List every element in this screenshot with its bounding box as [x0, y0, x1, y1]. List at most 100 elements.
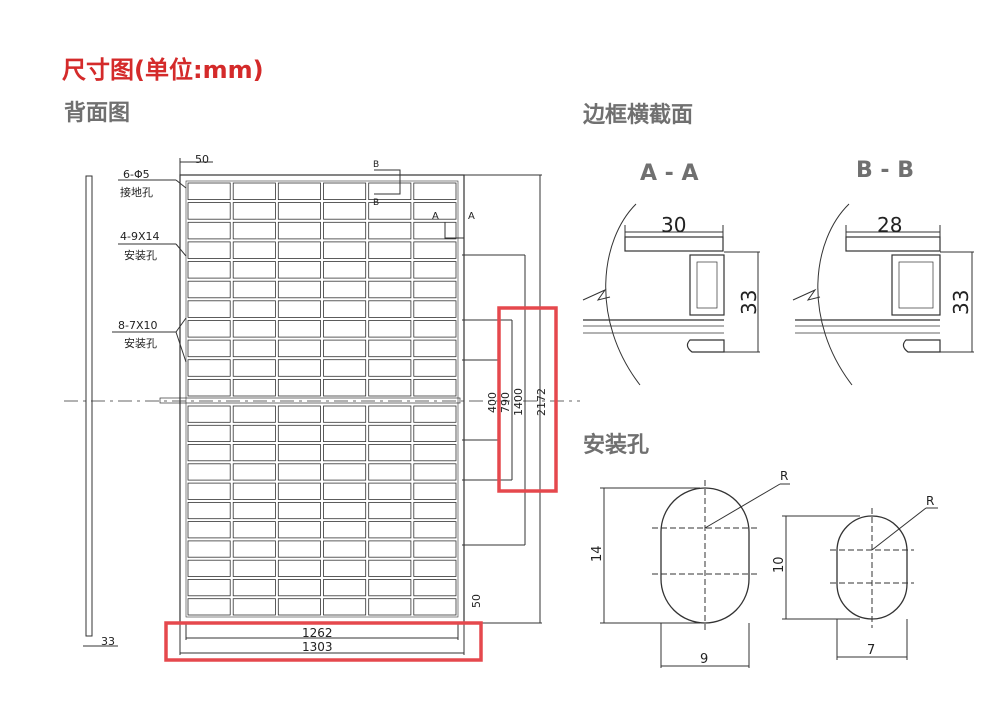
solar-cell	[368, 378, 412, 397]
solar-cell	[232, 320, 276, 338]
solar-cell	[277, 579, 321, 597]
solar-cell	[232, 241, 276, 259]
section-b-width-label: 28	[877, 213, 902, 237]
solar-cell	[232, 182, 276, 201]
solar-cell	[413, 559, 457, 577]
solar-cell	[413, 202, 457, 220]
solar-cell	[277, 405, 321, 423]
section-b-bottom-label: B	[373, 198, 379, 208]
solar-cell	[368, 579, 412, 597]
solar-cell	[187, 463, 231, 481]
back-view	[64, 158, 580, 655]
solar-cell	[368, 202, 412, 220]
section-b-top-label: B	[373, 160, 379, 170]
solar-cell	[187, 320, 231, 338]
solar-cell	[413, 405, 457, 423]
solar-cell	[413, 444, 457, 462]
solar-cell	[368, 598, 412, 616]
solar-cell	[323, 241, 367, 259]
solar-cell	[413, 463, 457, 481]
solar-cell	[187, 540, 231, 558]
mount-holes-a-name: 安装孔	[124, 248, 157, 262]
junction-box-strip	[159, 397, 461, 404]
section-a-a	[582, 203, 760, 386]
section-b-height-label: 33	[949, 290, 973, 315]
hole-2-height-label: 10	[772, 556, 787, 573]
solar-cell	[277, 559, 321, 577]
mount-holes-b-name: 安装孔	[124, 336, 157, 350]
solar-cell	[232, 405, 276, 423]
solar-cell	[232, 482, 276, 500]
solar-cell	[323, 320, 367, 338]
solar-cell	[413, 579, 457, 597]
solar-cell	[187, 241, 231, 259]
solar-cell	[232, 261, 276, 279]
solar-cell	[187, 579, 231, 597]
solar-cell	[232, 280, 276, 299]
solar-cell	[277, 598, 321, 616]
solar-cell	[277, 280, 321, 299]
solar-cell	[232, 521, 276, 539]
solar-cell	[187, 598, 231, 616]
solar-cell	[277, 463, 321, 481]
solar-cell	[368, 261, 412, 279]
solar-cell	[413, 521, 457, 539]
solar-cell	[368, 405, 412, 423]
solar-cell	[323, 261, 367, 279]
top-offset-label: 50	[195, 153, 209, 166]
solar-cell	[368, 501, 412, 520]
solar-cell	[187, 280, 231, 299]
solar-cell	[368, 444, 412, 462]
solar-cell	[277, 241, 321, 259]
spacing-1400-label: 1400	[512, 388, 525, 416]
bottom-offset-label: 50	[470, 594, 483, 608]
solar-cell	[277, 261, 321, 279]
solar-cell	[368, 359, 412, 377]
mount-hole-9x14	[600, 480, 790, 668]
solar-cell	[232, 598, 276, 616]
back-view-title: 背面图	[64, 101, 131, 126]
solar-cell	[323, 182, 367, 201]
solar-cell	[187, 444, 231, 462]
solar-cell	[413, 280, 457, 299]
page-title: 尺寸图(单位:mm)	[62, 56, 264, 84]
spacing-790-label: 790	[499, 392, 512, 413]
break-arc-b	[817, 203, 853, 386]
section-b-b-label: B - B	[856, 158, 914, 183]
solar-cell	[413, 300, 457, 318]
solar-cell	[413, 182, 457, 201]
panel-inner-frame	[185, 180, 459, 618]
solar-cell	[368, 241, 412, 259]
solar-cell	[413, 424, 457, 442]
solar-cell	[413, 482, 457, 500]
ground-holes-spec: 6-Φ5	[123, 168, 150, 181]
outer-width-label: 1303	[302, 640, 333, 654]
solar-cell	[277, 320, 321, 338]
frame-thickness-label: 33	[101, 635, 115, 648]
solar-cell	[187, 424, 231, 442]
solar-cell	[277, 501, 321, 520]
solar-cell	[368, 280, 412, 299]
solar-cell	[323, 444, 367, 462]
solar-cell	[277, 300, 321, 318]
section-a-width-label: 30	[661, 213, 686, 237]
side-profile	[85, 175, 93, 637]
solar-cell	[277, 424, 321, 442]
break-arc-a	[605, 203, 641, 386]
solar-cell	[277, 521, 321, 539]
solar-cell	[277, 339, 321, 358]
solar-cell	[232, 300, 276, 318]
solar-cell	[323, 463, 367, 481]
solar-cell	[413, 339, 457, 358]
solar-cell	[187, 221, 231, 240]
solar-cell	[232, 221, 276, 240]
mount-hole-7x10	[782, 507, 938, 660]
solar-cell	[413, 261, 457, 279]
solar-cell	[323, 598, 367, 616]
solar-cell	[277, 444, 321, 462]
solar-cell	[187, 482, 231, 500]
radius-label-1: R	[780, 469, 788, 483]
solar-cell	[187, 559, 231, 577]
solar-cell	[277, 359, 321, 377]
solar-cell	[413, 359, 457, 377]
